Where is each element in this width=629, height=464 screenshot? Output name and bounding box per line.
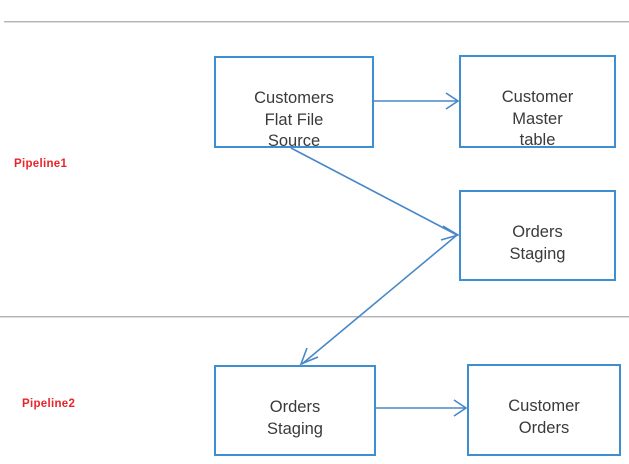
section-divider-top [4, 21, 629, 22]
node-label: Orders Staging [509, 222, 566, 263]
node-label: Orders Staging [267, 397, 323, 438]
node-label: Customer Master table [501, 87, 574, 150]
node-orders-staging-pipeline1[interactable]: Orders Staging [459, 190, 616, 281]
node-orders-staging-pipeline2[interactable]: Orders Staging [214, 365, 376, 456]
edge-staging-to-orders [376, 399, 468, 417]
node-label: Customer Orders [508, 396, 580, 437]
node-customer-orders[interactable]: Customer Orders [467, 364, 621, 456]
edge-source-to-master [374, 92, 460, 110]
node-label: Customers Flat File Source [254, 88, 334, 151]
section-divider-middle [0, 316, 629, 317]
node-customers-flat-file-source[interactable]: Customers Flat File Source [214, 56, 374, 150]
pipeline1-label: Pipeline1 [14, 158, 68, 170]
edge-staging-to-staging [299, 234, 458, 366]
pipeline2-label: Pipeline2 [22, 398, 76, 410]
edge-source-to-staging [290, 147, 460, 241]
node-customer-master-table[interactable]: Customer Master table [459, 55, 616, 149]
